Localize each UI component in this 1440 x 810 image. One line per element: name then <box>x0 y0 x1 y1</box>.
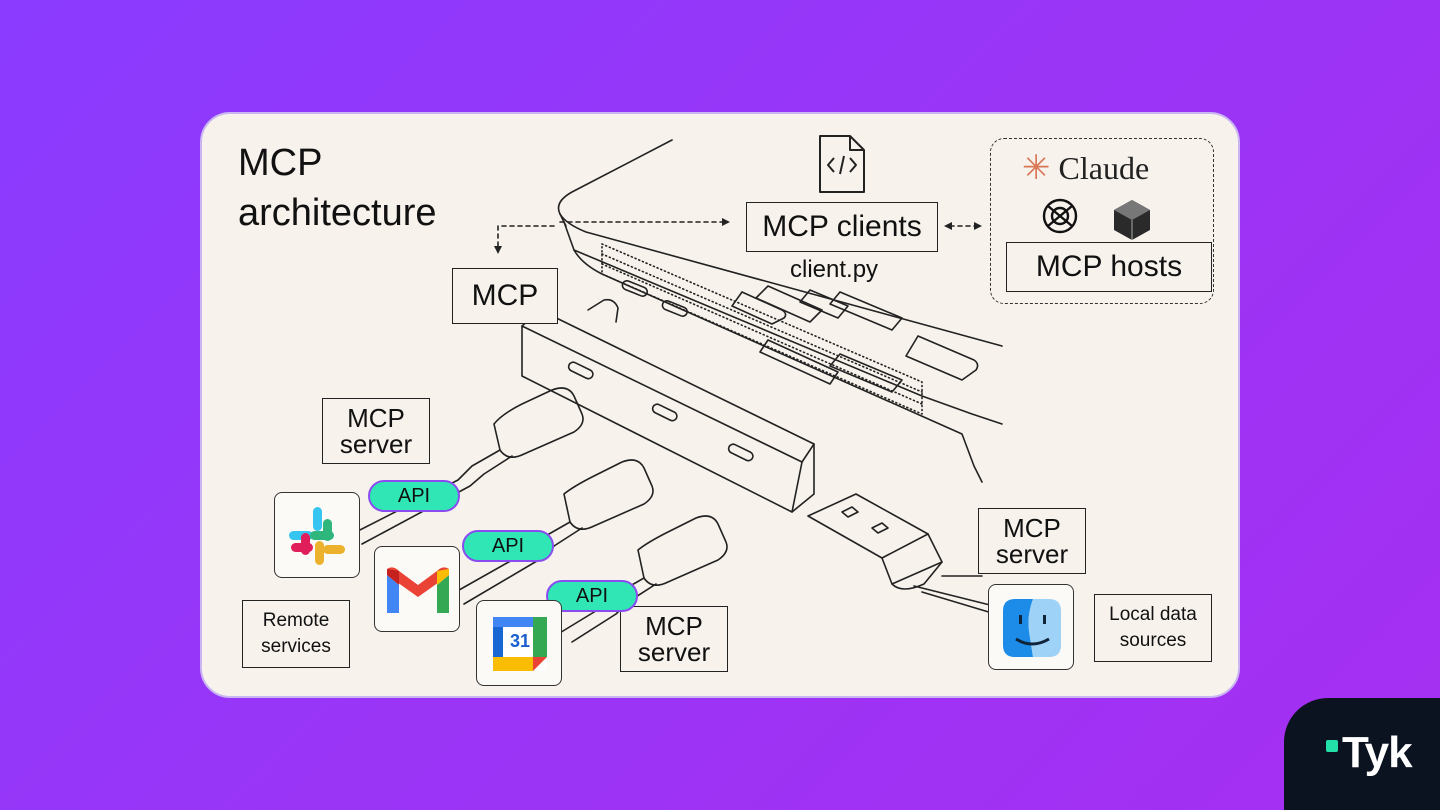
api-pill-slack: API <box>368 480 460 512</box>
calendar-day-number: 31 <box>509 631 531 651</box>
mcp-label: MCP <box>452 268 558 324</box>
mcp-server-local-label: MCP server <box>978 508 1086 574</box>
google-calendar-icon <box>493 617 547 671</box>
mcp-hosts-group <box>990 138 1214 304</box>
gmail-app-tile <box>374 546 460 632</box>
calendar-app-tile: 31 <box>476 600 562 686</box>
diagram-title: MCP architecture <box>238 142 437 234</box>
claude-logo-icon: ✳ <box>1022 148 1051 188</box>
slack-icon <box>289 507 345 565</box>
local-data-sources-label: Local data sources <box>1094 594 1212 662</box>
claude-logo: ✳ Claude <box>1022 148 1150 188</box>
tyk-logo: Tyk <box>1284 698 1440 810</box>
remote-services-label: Remote services <box>242 600 350 668</box>
slack-app-tile <box>274 492 360 578</box>
code-file-icon <box>819 135 865 193</box>
gmail-icon <box>387 567 449 613</box>
diagram-card: MCP architecture ✳ Claude MCP clients cl… <box>200 112 1240 698</box>
openai-logo-icon <box>1042 198 1078 234</box>
mcp-server-calendar-label: MCP server <box>620 606 728 672</box>
mcp-hosts-label: MCP hosts <box>1006 242 1212 292</box>
client-file-label: client.py <box>790 256 879 283</box>
api-pill-calendar: API <box>546 580 638 612</box>
perplexity-logo-icon <box>1114 200 1150 240</box>
api-pill-gmail: API <box>462 530 554 562</box>
tyk-logo-icon <box>1326 740 1338 752</box>
finder-app-tile <box>988 584 1074 670</box>
mcp-server-remote-label: MCP server <box>322 398 430 464</box>
finder-icon <box>1003 599 1061 657</box>
mcp-clients-label: MCP clients <box>746 202 938 252</box>
